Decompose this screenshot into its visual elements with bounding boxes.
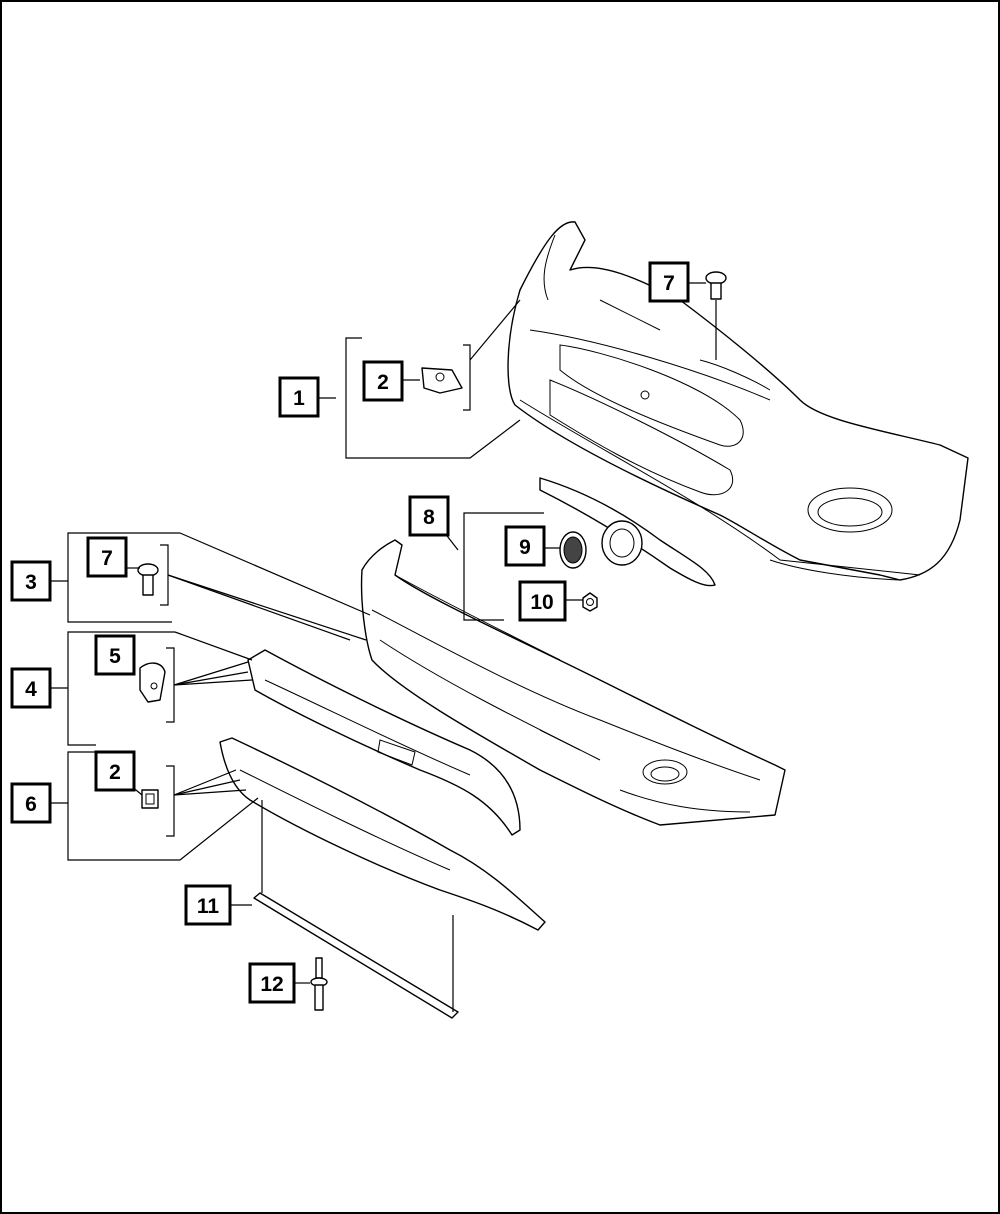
callout-label: 8 xyxy=(423,506,435,529)
callout-5: 5 xyxy=(94,634,136,676)
callout-2-lower: 2 xyxy=(94,750,136,792)
callout-label: 4 xyxy=(25,678,37,701)
callout-9: 9 xyxy=(504,525,546,567)
callout-12: 12 xyxy=(248,962,296,1004)
nut-part xyxy=(582,592,598,612)
callout-11: 11 xyxy=(184,884,232,926)
callout-label: 7 xyxy=(101,547,113,570)
callout-7-mid: 7 xyxy=(86,536,128,578)
callout-8: 8 xyxy=(408,495,450,537)
callout-label: 10 xyxy=(530,591,553,614)
bracket-part xyxy=(139,662,166,703)
callout-label: 2 xyxy=(109,761,121,784)
strip-part xyxy=(253,800,459,1019)
grille-trim-bar xyxy=(539,477,716,587)
callout-label: 3 xyxy=(25,571,37,594)
callout-4: 4 xyxy=(10,667,52,709)
upper-bumper-fascia xyxy=(507,221,969,581)
callout-label: 6 xyxy=(25,793,37,816)
emblem-part xyxy=(559,531,587,569)
callout-2-top: 2 xyxy=(362,360,404,402)
rivet-part xyxy=(310,957,328,1011)
callout-6: 6 xyxy=(10,782,52,824)
screw-part-mid xyxy=(137,563,159,596)
callout-label: 2 xyxy=(377,371,389,394)
lower-bumper-fascia xyxy=(360,539,786,826)
screw-part-top xyxy=(705,271,727,360)
callout-7-top: 7 xyxy=(648,261,690,303)
callout-1: 1 xyxy=(278,376,320,418)
callout-label: 5 xyxy=(109,645,121,668)
callout-10: 10 xyxy=(518,580,567,622)
leader-lines xyxy=(50,282,706,984)
callout-label: 12 xyxy=(260,973,283,996)
callout-label: 1 xyxy=(293,387,305,410)
clip-part-top xyxy=(421,367,463,394)
callout-label: 11 xyxy=(197,895,220,918)
callout-label: 9 xyxy=(519,536,531,559)
callout-label: 7 xyxy=(663,272,675,295)
lower-trim-panel xyxy=(247,649,521,836)
clip-part-lower xyxy=(141,789,159,809)
callout-3: 3 xyxy=(10,560,52,602)
